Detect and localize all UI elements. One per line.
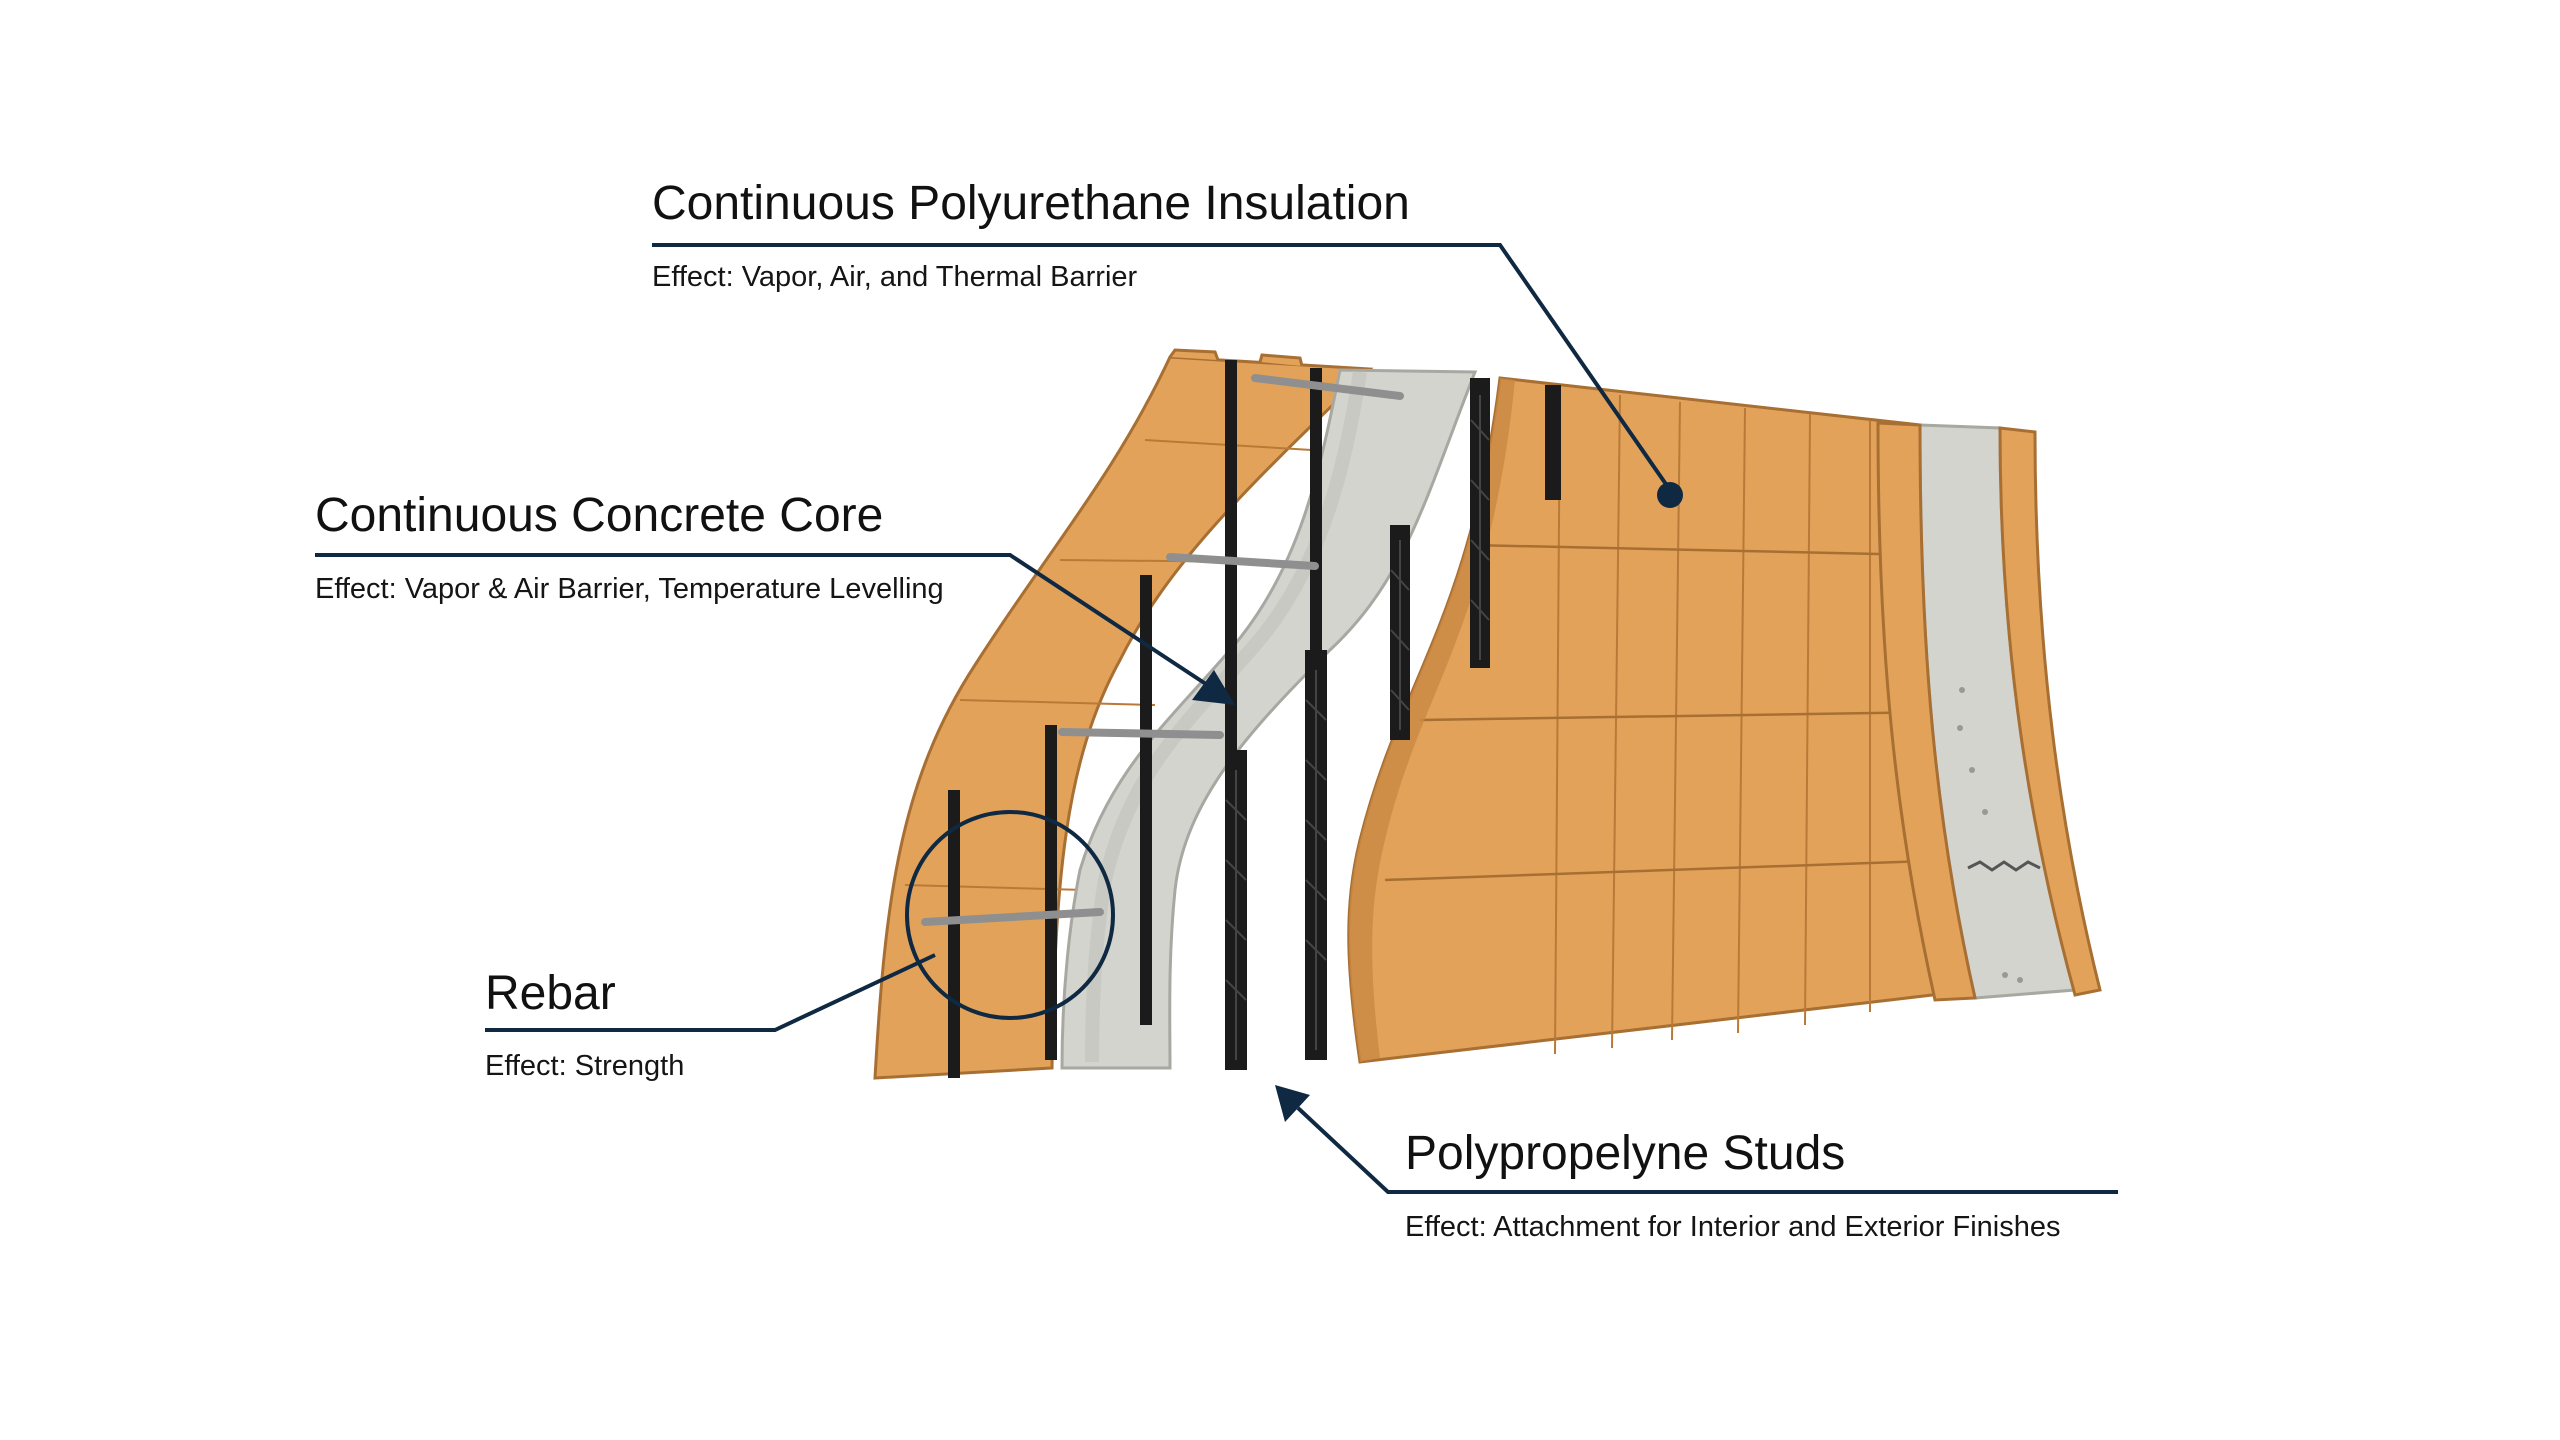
- arrowhead-icon: [1275, 1085, 1310, 1122]
- concrete-leader: [315, 553, 1217, 692]
- dot-marker-icon: [1657, 482, 1683, 508]
- rebar-title: Rebar: [485, 967, 616, 1020]
- rebar-bar: [1166, 553, 1319, 570]
- rebar-bar: [1251, 374, 1404, 400]
- stud: [948, 790, 960, 1078]
- rebar-bar: [921, 908, 1104, 926]
- insulation-effect: Effect: Vapor, Air, and Thermal Barrier: [652, 261, 1138, 293]
- rebar-bar: [1058, 728, 1224, 739]
- studs: [948, 360, 1561, 1078]
- stud: [1140, 575, 1152, 1025]
- end-cap: [1876, 421, 2102, 1002]
- concrete-title: Continuous Concrete Core: [315, 489, 884, 542]
- insulation-title: Continuous Polyurethane Insulation: [652, 177, 1410, 230]
- insulation-leader: [652, 243, 1672, 492]
- rebar-effect: Effect: Strength: [485, 1050, 685, 1082]
- studs-effect: Effect: Attachment for Interior and Exte…: [1405, 1211, 2061, 1243]
- arrowhead-icon: [1192, 670, 1235, 705]
- rebar: [921, 374, 1404, 926]
- studs-leader: [1296, 1106, 2118, 1194]
- stud: [1310, 368, 1322, 698]
- concrete-effect: Effect: Vapor & Air Barrier, Temperature…: [315, 573, 944, 605]
- studs-title: Polypropelyne Studs: [1405, 1127, 1846, 1180]
- stud: [1045, 725, 1057, 1060]
- rebar-leader: [485, 810, 1115, 1032]
